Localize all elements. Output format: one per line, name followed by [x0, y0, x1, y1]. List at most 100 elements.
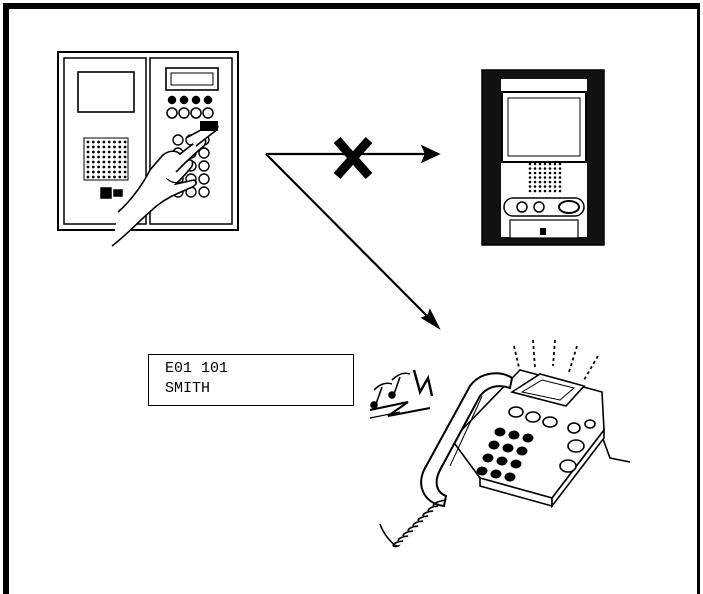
grille-dot: [97, 166, 100, 169]
grille-dot: [108, 161, 111, 164]
monitor-grille-dot: [539, 172, 542, 175]
monitor-grille-dot: [539, 167, 542, 170]
grille-dot: [103, 171, 106, 174]
grille-dot: [118, 176, 121, 179]
grille-dot: [124, 161, 127, 164]
monitor-grille-dot: [549, 185, 552, 188]
grille-dot: [113, 171, 116, 174]
grille-dot: [87, 141, 90, 144]
monitor-grille-dot: [559, 172, 562, 175]
video-monitor-icon: [482, 70, 604, 245]
grille-dot: [118, 151, 121, 154]
grille-dot: [97, 146, 100, 149]
grille-dot: [118, 156, 121, 159]
monitor-grille-dot: [554, 190, 557, 193]
monitor-grille-dot: [534, 190, 537, 193]
monitor-grille-dot: [544, 163, 547, 166]
monitor-grille-dot: [534, 185, 537, 188]
ringing-sound-icon: [370, 370, 432, 418]
monitor-grille-dot: [539, 181, 542, 184]
grille-dot: [97, 161, 100, 164]
grille-dot: [92, 161, 95, 164]
monitor-grille-dot: [549, 172, 552, 175]
desk-telephone-icon: [380, 340, 630, 546]
phone-key: [517, 447, 528, 456]
grille-dot: [124, 176, 127, 179]
monitor-grille-dot: [529, 167, 532, 170]
keypad-button: [199, 161, 209, 171]
grille-dot: [92, 141, 95, 144]
monitor-grille-dot: [529, 190, 532, 193]
monitor-grille-dot: [549, 190, 552, 193]
grille-dot: [113, 166, 116, 169]
monitor-grille-dot: [544, 185, 547, 188]
grille-dot: [108, 151, 111, 154]
grille-dot: [92, 176, 95, 179]
phone-key: [491, 470, 502, 479]
monitor-grille-dot: [529, 176, 532, 179]
grille-dot: [103, 141, 106, 144]
monitor-grille-dot: [549, 167, 552, 170]
grille-dot: [92, 151, 95, 154]
monitor-grille-dot: [529, 181, 532, 184]
grille-dot: [87, 176, 90, 179]
grille-dot: [92, 156, 95, 159]
grille-dot: [118, 161, 121, 164]
monitor-grille-dot: [529, 185, 532, 188]
grille-dot: [97, 176, 100, 179]
monitor-grille-dot: [529, 163, 532, 166]
monitor-grille-dot: [544, 190, 547, 193]
grille-dot: [97, 141, 100, 144]
monitor-grille-dot: [559, 163, 562, 166]
display-line-1: E01 101: [165, 359, 353, 379]
phone-key: [505, 473, 516, 482]
grille-dot: [87, 151, 90, 154]
grille-dot: [118, 171, 121, 174]
grille-dot: [103, 151, 106, 154]
grille-dot: [87, 161, 90, 164]
grille-dot: [92, 166, 95, 169]
phone-key: [509, 431, 520, 440]
grille-dot: [113, 146, 116, 149]
grille-dot: [113, 156, 116, 159]
monitor-grille-dot: [544, 167, 547, 170]
monitor-grille-dot: [559, 190, 562, 193]
grille-dot: [92, 146, 95, 149]
monitor-grille-dot: [534, 176, 537, 179]
grille-dot: [97, 151, 100, 154]
grille-dot: [97, 156, 100, 159]
grille-dot: [124, 141, 127, 144]
monitor-grille-dot: [534, 181, 537, 184]
grille-dot: [113, 141, 116, 144]
grille-dot: [103, 176, 106, 179]
grille-dot: [124, 151, 127, 154]
grille-dot: [103, 156, 106, 159]
grille-dot: [87, 146, 90, 149]
grille-dot: [108, 171, 111, 174]
grille-dot: [97, 171, 100, 174]
grille-dot: [124, 146, 127, 149]
monitor-grille-dot: [554, 181, 557, 184]
grille-dot: [108, 166, 111, 169]
monitor-grille-dot: [549, 163, 552, 166]
monitor-grille-dot: [539, 163, 542, 166]
phone-key: [497, 457, 508, 466]
monitor-grille-dot: [554, 172, 557, 175]
grille-dot: [118, 166, 121, 169]
monitor-grille-dot: [554, 163, 557, 166]
grille-dot: [87, 156, 90, 159]
monitor-grille-dot: [544, 172, 547, 175]
blocked-cross-icon: [337, 140, 369, 176]
monitor-grille-dot: [534, 167, 537, 170]
grille-dot: [113, 176, 116, 179]
phone-key: [489, 441, 500, 450]
monitor-grille-dot: [559, 185, 562, 188]
monitor-grille-dot: [554, 185, 557, 188]
grille-dot: [124, 166, 127, 169]
grille-dot: [103, 146, 106, 149]
monitor-grille-dot: [534, 172, 537, 175]
monitor-grille-dot: [554, 167, 557, 170]
phone-key: [495, 428, 506, 437]
monitor-grille-dot: [539, 190, 542, 193]
